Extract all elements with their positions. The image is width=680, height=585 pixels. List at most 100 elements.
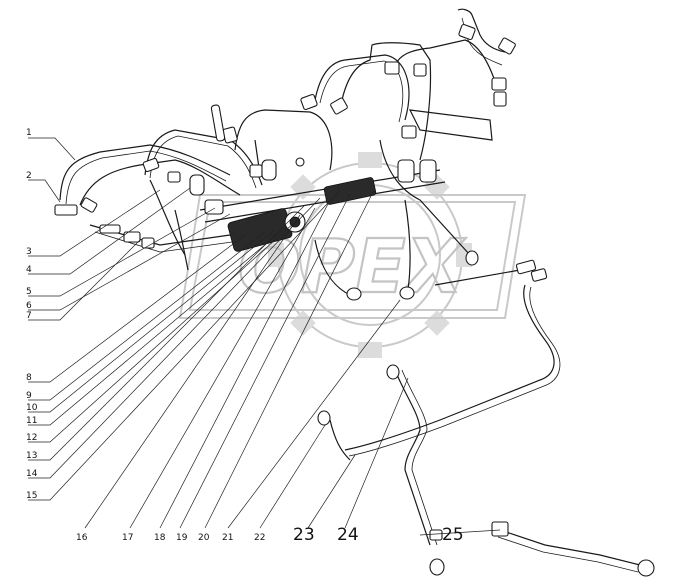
bolt: [210, 104, 226, 142]
clamp: [397, 159, 415, 183]
callout-16: 16: [76, 533, 88, 543]
connector: [123, 231, 141, 243]
banjo-fitting: [346, 287, 362, 301]
connector: [54, 204, 78, 216]
leader-12: [28, 221, 296, 443]
banjo-fitting: [637, 559, 655, 577]
connector: [99, 224, 121, 234]
pipe-7: [394, 39, 499, 91]
leader-18: [159, 199, 331, 529]
rail-bottom: [204, 181, 446, 223]
leader-3: [28, 189, 161, 257]
pipe-4: [234, 109, 333, 171]
return-pipe-3b: [401, 369, 438, 546]
return-pipe-2: [329, 419, 351, 461]
callout-17: 17: [122, 533, 133, 543]
pipe-6: [339, 42, 432, 161]
return-pipe-3: [394, 369, 431, 546]
nut-fitting: [458, 23, 476, 41]
leader-21: [227, 299, 401, 529]
banjo-fitting: [386, 364, 400, 380]
watermark-frame-inner: [188, 201, 517, 311]
clamp: [419, 159, 437, 183]
callout-25: 25: [442, 525, 464, 545]
nut-fitting: [401, 125, 417, 139]
nut-fitting: [330, 97, 348, 115]
leader-lines: [28, 137, 501, 536]
nut-fitting: [498, 37, 516, 55]
leader-25: [419, 529, 501, 536]
return-pipe-4: [499, 529, 641, 566]
callout-2: 2: [26, 171, 32, 181]
leader-9: [28, 231, 266, 401]
connector: [530, 268, 548, 282]
callouts-left: 1 2 3 4 5 6 7 8 9 10 11 12 13 14 15: [26, 128, 38, 501]
leader-20: [204, 187, 376, 529]
fittings: [54, 23, 655, 577]
leader-4: [28, 187, 191, 275]
leader-8: [28, 234, 246, 383]
nut-fitting: [142, 157, 160, 173]
nut-fitting: [167, 171, 181, 183]
plug: [295, 157, 305, 167]
nut-fitting: [249, 164, 263, 178]
leader-6: [28, 213, 231, 311]
fuel-line-left-b: [94, 231, 233, 253]
leader-16: [84, 214, 301, 529]
pipe-down-1: [149, 179, 186, 256]
connector: [429, 529, 443, 541]
callout-1: 1: [26, 128, 32, 138]
nut-fitting: [413, 63, 427, 77]
callout-14: 14: [26, 469, 38, 479]
connector: [515, 259, 537, 275]
pipe-8: [457, 8, 506, 53]
nut-fitting: [300, 93, 318, 111]
watermark-gear-teeth: [268, 152, 472, 358]
callout-21: 21: [222, 533, 233, 543]
pipe-5b: [319, 60, 404, 123]
pipe-5: [314, 54, 410, 121]
callout-3: 3: [26, 247, 32, 257]
pipe-harness: [59, 8, 641, 573]
pipe-1: [59, 144, 231, 201]
callout-22: 22: [254, 533, 265, 543]
pipe-down-6: [404, 199, 411, 291]
bracket-right: [408, 109, 493, 141]
manifold-block: [323, 177, 377, 205]
leader-15: [28, 189, 341, 501]
callout-15: 15: [26, 491, 37, 501]
leader-11: [28, 227, 286, 426]
callout-7: 7: [26, 311, 32, 321]
leader-10: [28, 229, 276, 413]
connector: [491, 521, 509, 537]
leader-17: [129, 207, 316, 529]
callout-5: 5: [26, 287, 32, 297]
fuel-line-right: [434, 269, 521, 286]
clamp: [261, 159, 277, 181]
banjo-fitting: [465, 250, 479, 266]
watermark-frame: [178, 194, 527, 319]
banjo-fitting: [399, 286, 415, 300]
leader-2: [28, 179, 61, 203]
callout-18: 18: [154, 533, 166, 543]
leader-19: [179, 193, 351, 529]
nut-fitting: [384, 61, 400, 75]
callout-10: 10: [26, 403, 38, 413]
pipe-down-3: [379, 139, 471, 256]
pipe-2: [79, 159, 241, 206]
callout-9: 9: [26, 391, 32, 401]
leader-13: [28, 204, 306, 461]
return-pipe-4b: [497, 536, 639, 573]
leader-5: [28, 207, 216, 297]
connector: [141, 237, 155, 249]
callout-12: 12: [26, 433, 37, 443]
leader-7: [28, 239, 141, 321]
pipe-8b: [461, 17, 503, 66]
callout-20: 20: [198, 533, 210, 543]
return-pipe-1b: [348, 286, 561, 457]
callout-13: 13: [26, 451, 37, 461]
callout-6: 6: [26, 301, 32, 311]
leader-1: [28, 137, 76, 161]
